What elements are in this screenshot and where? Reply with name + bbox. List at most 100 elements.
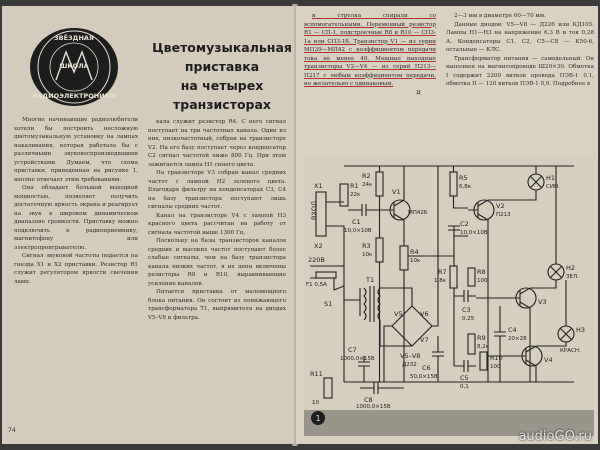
label-h1-color: СИН. bbox=[546, 184, 560, 190]
label-c5-value: 0,1 bbox=[460, 384, 469, 390]
book-spine bbox=[292, 4, 298, 446]
label-r9-value: 8,2к bbox=[477, 344, 490, 350]
label-h2-color: ЗЕЛ. bbox=[566, 274, 579, 280]
capacitor-c6 bbox=[432, 336, 444, 382]
paragraph: Сигнал звуковой частоты подается на гнез… bbox=[14, 253, 138, 285]
wire bbox=[383, 166, 439, 382]
label-r5: R5 bbox=[459, 174, 468, 182]
resistor-r5 bbox=[449, 171, 458, 197]
wire bbox=[379, 287, 413, 347]
label-h1: H1 bbox=[546, 174, 555, 182]
paragraph: 2—3 мм в диаметре 60—70 мм. bbox=[454, 13, 546, 19]
label-v7: V7 bbox=[420, 336, 429, 344]
capacitor-c5 bbox=[453, 296, 476, 372]
label-c8: C8 bbox=[364, 396, 373, 404]
emblem-bottom-text: РАДИОЭЛЕКТРОНИКИ bbox=[32, 92, 116, 100]
wire bbox=[488, 166, 537, 201]
capacitor-c2 bbox=[448, 225, 468, 256]
fuse-f1 bbox=[315, 271, 337, 279]
paragraph: На транзисторе V3 собран канал средних ч… bbox=[148, 170, 286, 210]
label-diodes: Д232 bbox=[402, 362, 417, 368]
right-page: и стрелка спирали со вспомогательными. П… bbox=[296, 6, 598, 444]
label-x2: X2 bbox=[314, 242, 323, 250]
label-v3: V3 bbox=[538, 298, 547, 306]
label-c6-value: 50,0×15В bbox=[410, 374, 438, 380]
paragraph: кала служит резистор R4. С него сигнал п… bbox=[148, 119, 286, 168]
label-v5: V5 bbox=[394, 310, 403, 318]
label-r8: R8 bbox=[477, 268, 486, 276]
paragraph: Она обладает большой выходной мощностью,… bbox=[14, 185, 138, 251]
input-jack bbox=[315, 191, 327, 237]
label-v2-type: П213 bbox=[496, 212, 511, 218]
label-c2: C2 bbox=[460, 220, 469, 228]
transformer-primary bbox=[363, 287, 367, 321]
label-r4: R4 bbox=[410, 248, 419, 256]
emblem-logo: ЗВЁЗДНАЯ ШКОЛА РАДИОЭЛЕКТРОНИКИ bbox=[30, 28, 118, 106]
label-v1-type: МП42Б bbox=[408, 210, 428, 216]
label-v2: V2 bbox=[496, 202, 505, 210]
label-c8-value: 1000,0×15В bbox=[356, 404, 391, 410]
right-column-1: и стрелка спирали со вспомогательными. П… bbox=[304, 12, 436, 132]
label-s1: S1 bbox=[324, 300, 332, 308]
label-c7-value: 1000,0×15В bbox=[340, 356, 375, 362]
v3-leads bbox=[476, 287, 531, 309]
resistor-r2 bbox=[375, 171, 384, 197]
left-page: ЗВЁЗДНАЯ ШКОЛА РАДИОЭЛЕКТРОНИКИ Цветомуз… bbox=[2, 6, 294, 444]
resistor-r10 bbox=[479, 351, 488, 371]
label-r11-value: 10 bbox=[312, 400, 319, 406]
resistor-r7 bbox=[449, 265, 458, 289]
label-r7-value: 1,8к bbox=[434, 278, 447, 284]
v2-leads bbox=[468, 199, 489, 221]
figure-number: 1 bbox=[316, 414, 321, 423]
label-r1-value: 22к bbox=[350, 192, 361, 198]
resistor-r4 bbox=[399, 245, 409, 271]
wire bbox=[452, 166, 468, 209]
capacitor-c8 bbox=[360, 382, 404, 394]
paragraph: Многие начинающие радиолюбители хотели б… bbox=[14, 117, 138, 183]
paragraph: Питается приставка от маломощного блока … bbox=[148, 289, 286, 321]
paragraph: Данные диодов: V5—V8 — Д226 или КД105. Л… bbox=[446, 21, 594, 54]
label-r3: R3 bbox=[362, 242, 371, 250]
label-c3: C3 bbox=[462, 306, 471, 314]
emblem-top-text: ЗВЁЗДНАЯ bbox=[54, 34, 94, 42]
title-line-2: приставка bbox=[184, 59, 260, 74]
title-line-1: Цветомузыкальная bbox=[152, 40, 292, 55]
v4-leads bbox=[487, 345, 537, 367]
label-h2: H2 bbox=[566, 264, 575, 272]
label-v1: V1 bbox=[392, 188, 401, 196]
left-column-1: Многие начинающие радиолюбители хотели б… bbox=[14, 116, 138, 416]
label-c4-value: 20×28 bbox=[508, 336, 527, 342]
resistor-r11 bbox=[323, 377, 333, 399]
paragraph: Трансформатор питания — самодельный. Он … bbox=[446, 55, 594, 88]
v1-leads bbox=[384, 199, 405, 221]
label-c7: C7 bbox=[348, 346, 357, 354]
circuit-schematic: 1 bbox=[304, 156, 594, 436]
resistor-r9 bbox=[467, 333, 476, 355]
site-watermark: audioGO.ru bbox=[518, 429, 592, 444]
label-r1: R1 bbox=[350, 182, 359, 190]
lamp-h3-cross bbox=[559, 327, 573, 341]
wire bbox=[530, 166, 557, 289]
label-r8-value: 100 bbox=[477, 278, 488, 284]
label-r2: R2 bbox=[362, 172, 371, 180]
title-line-3: на четырех транзисторах bbox=[173, 78, 271, 112]
label-r9: R9 bbox=[477, 334, 486, 342]
switch-s1 bbox=[333, 278, 345, 300]
capacitor-c4 bbox=[494, 306, 506, 382]
label-v6: V6 bbox=[420, 310, 429, 318]
label-c1: C1 bbox=[352, 218, 361, 226]
label-x1: X1 bbox=[314, 182, 323, 190]
label-r3-value: 10к bbox=[362, 252, 373, 258]
label-r2-value: 24к bbox=[362, 182, 373, 188]
label-h3-color: КРАСН. bbox=[560, 348, 581, 354]
input-wires bbox=[326, 201, 345, 382]
label-c4: C4 bbox=[508, 326, 517, 334]
divider-mark: ¤ bbox=[416, 88, 422, 97]
right-column-2: 2—3 мм в диаметре 60—70 мм. Данные диодо… bbox=[446, 12, 594, 132]
capacitor-c1 bbox=[348, 204, 384, 216]
capacitor-c3 bbox=[454, 290, 476, 302]
resistor-r3 bbox=[375, 237, 384, 263]
figure-number-badge bbox=[311, 411, 325, 425]
label-fuse-f1: F1 0,5А bbox=[306, 282, 327, 288]
resistor-r8 bbox=[467, 267, 476, 287]
